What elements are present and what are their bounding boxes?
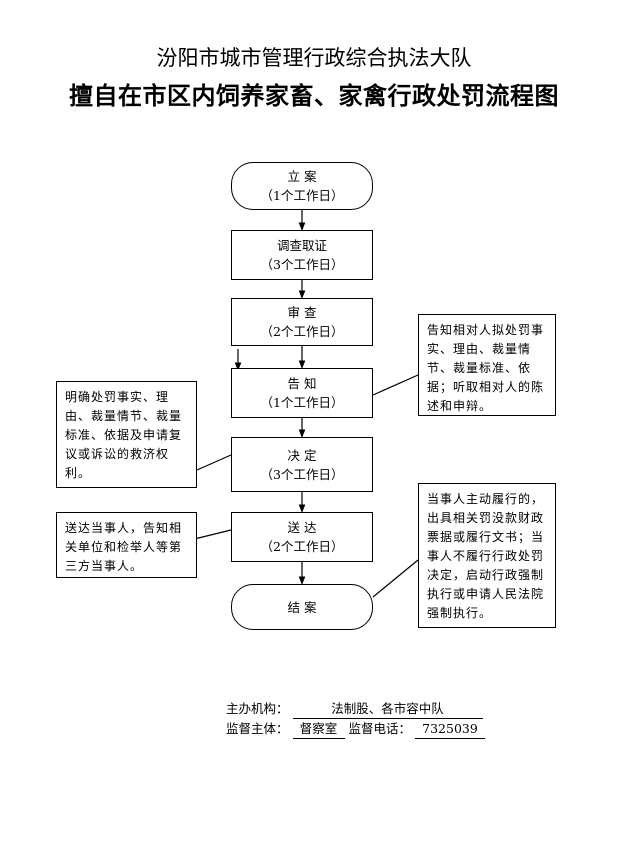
phone-label: 监督电话：	[348, 721, 411, 736]
title-line-2: 擅自在市区内饲养家畜、家禽行政处罚流程图	[69, 81, 559, 110]
footer-host: 主办机构： 法制股、各市容中队	[226, 700, 483, 719]
title-line-1: 汾阳市城市管理行政综合执法大队	[156, 46, 472, 70]
step-filing: 立 案 （1个工作日）	[231, 162, 373, 210]
step-close-label: 结 案	[287, 599, 317, 615]
step-deliver-days: （2个工作日）	[260, 539, 344, 554]
step-notify-label: 告 知	[287, 376, 317, 391]
host-value: 法制股、各市容中队	[292, 700, 483, 719]
step-filing-label: 立 案	[287, 169, 317, 184]
note-notify: 告知相对人拟处罚事实、理由、裁量情节、裁量标准、依据；听取相对人的陈述和申辩。	[418, 314, 556, 416]
footer-supervisor: 监督主体： 督察室 监督电话： 7325039	[226, 720, 485, 739]
step-notify: 告 知 （1个工作日）	[231, 368, 373, 418]
step-decide-days: （3个工作日）	[260, 466, 344, 482]
step-decide-label: 决 定	[287, 447, 317, 463]
step-review-days: （2个工作日）	[260, 324, 344, 339]
callout-notify	[372, 374, 419, 396]
phone-value: 7325039	[414, 720, 485, 739]
step-deliver: 送 达 （2个工作日）	[231, 512, 373, 562]
callout-decide	[196, 454, 232, 471]
step-decide: 决 定 （3个工作日）	[231, 437, 373, 492]
step-investigate: 调查取证 （3个工作日）	[231, 230, 373, 280]
callout-close	[372, 559, 419, 598]
supervisor-value: 督察室	[292, 720, 345, 739]
note-deliver: 送达当事人，告知相关单位和检举人等第三方当事人。	[56, 512, 197, 578]
note-decide: 明确处罚事实、理由、裁量情节、裁量标准、依据及申请复议或诉讼的救济权利。	[56, 381, 197, 488]
step-review-label: 审 查	[287, 305, 317, 320]
host-label: 主办机构：	[226, 701, 289, 716]
step-investigate-days: （3个工作日）	[260, 257, 344, 272]
step-notify-days: （1个工作日）	[260, 395, 344, 410]
step-deliver-label: 送 达	[287, 520, 317, 535]
step-review: 审 查 （2个工作日）	[231, 298, 373, 346]
step-investigate-label: 调查取证	[276, 238, 327, 253]
step-close: 结 案	[231, 584, 373, 630]
note-close: 当事人主动履行的，出具相关罚没款财政票据或履行文书；当事人不履行行政处罚决定，启…	[418, 483, 556, 628]
step-filing-days: （1个工作日）	[260, 188, 344, 203]
supervisor-label: 监督主体：	[226, 721, 289, 736]
